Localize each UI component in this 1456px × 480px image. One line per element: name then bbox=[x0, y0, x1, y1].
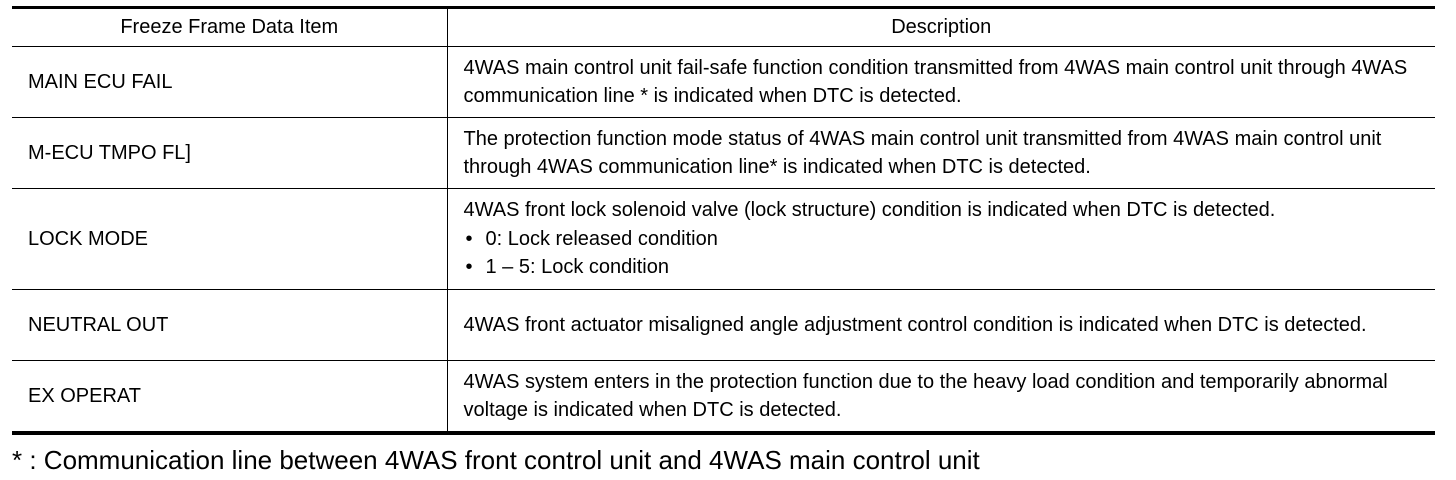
header-item: Freeze Frame Data Item bbox=[12, 6, 448, 47]
table-row: M-ECU TMPO FL] The protection function m… bbox=[12, 117, 1435, 189]
description-cell: 4WAS front actuator misaligned angle adj… bbox=[446, 289, 1435, 361]
freeze-frame-table-container: Freeze Frame Data Item Description MAIN … bbox=[12, 6, 1435, 435]
item-cell: M-ECU TMPO FL] bbox=[12, 117, 448, 189]
description-cell: 4WAS front lock solenoid valve (lock str… bbox=[446, 188, 1435, 290]
item-cell: NEUTRAL OUT bbox=[12, 289, 448, 361]
list-item: 0: Lock released condition bbox=[464, 225, 1428, 254]
footnote: * : Communication line between 4WAS fron… bbox=[12, 445, 980, 475]
header-description: Description bbox=[446, 6, 1435, 47]
table-row: LOCK MODE 4WAS front lock solenoid valve… bbox=[12, 188, 1435, 290]
description-cell: 4WAS main control unit fail-safe functio… bbox=[446, 46, 1435, 118]
lock-mode-bullet-list: 0: Lock released condition 1 – 5: Lock c… bbox=[464, 225, 1428, 282]
list-item: 1 – 5: Lock condition bbox=[464, 253, 1428, 282]
description-text: 4WAS front lock solenoid valve (lock str… bbox=[463, 199, 1276, 222]
description-cell: 4WAS system enters in the protection fun… bbox=[446, 360, 1435, 435]
item-cell: MAIN ECU FAIL bbox=[12, 46, 448, 118]
item-cell: EX OPERAT bbox=[12, 360, 448, 435]
freeze-frame-data-table: Freeze Frame Data Item Description MAIN … bbox=[12, 6, 1435, 435]
table-header-row: Freeze Frame Data Item Description bbox=[12, 6, 1435, 47]
table-row: MAIN ECU FAIL 4WAS main control unit fai… bbox=[12, 46, 1435, 118]
item-cell: LOCK MODE bbox=[12, 188, 448, 290]
table-row: EX OPERAT 4WAS system enters in the prot… bbox=[12, 360, 1435, 435]
description-cell: The protection function mode status of 4… bbox=[446, 117, 1435, 189]
table-row: NEUTRAL OUT 4WAS front actuator misalign… bbox=[12, 289, 1435, 361]
